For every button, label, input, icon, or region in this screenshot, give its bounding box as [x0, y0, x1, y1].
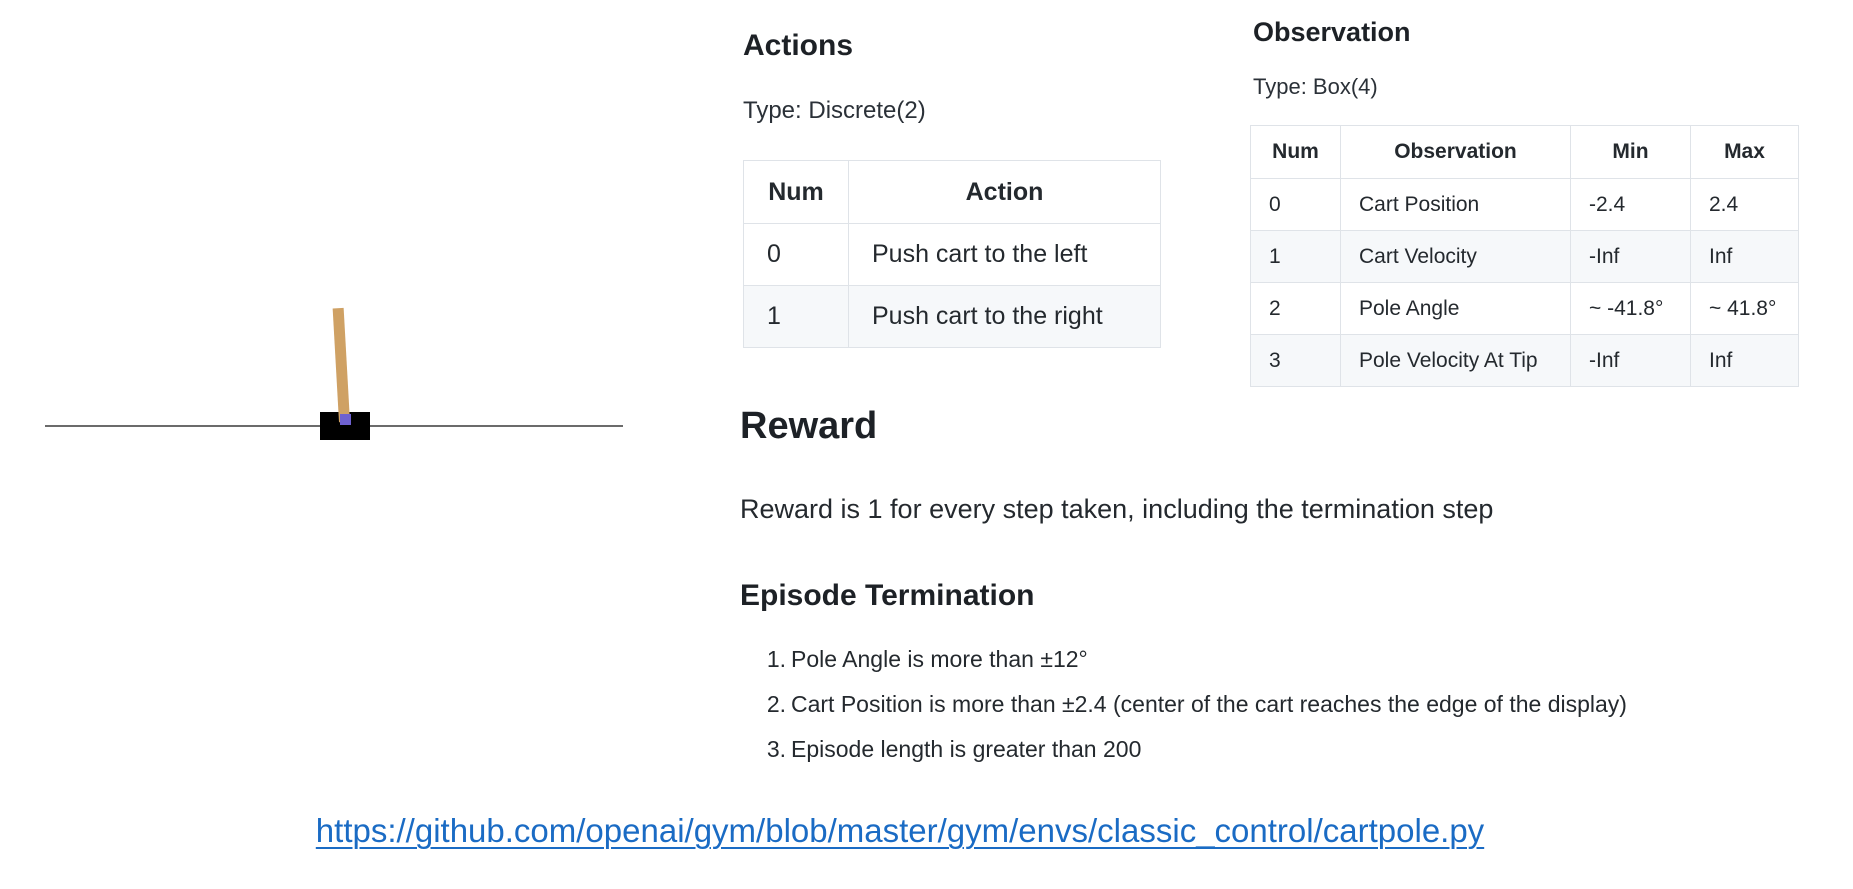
observation-heading: Observation [1253, 17, 1411, 47]
observation-row3-num: 3 [1250, 334, 1341, 387]
observation-table: Num Observation Min Max 0 Cart Position … [1250, 125, 1799, 387]
actions-table: Num Action 0 Push cart to the left 1 Pus… [743, 160, 1161, 348]
observation-row2-min: ~ -41.8° [1570, 282, 1691, 335]
observation-row2-max: ~ 41.8° [1690, 282, 1799, 335]
observation-row3-name: Pole Velocity At Tip [1340, 334, 1571, 387]
cartpole-pole [332, 307, 350, 423]
observation-header-min: Min [1570, 125, 1691, 179]
list-item-number: 2. [766, 691, 786, 717]
list-item: 2. Cart Position is more than ±2.4 (cent… [740, 689, 1850, 719]
table-row: 1 Push cart to the right [743, 285, 1161, 348]
table-row: 2 Pole Angle ~ -41.8° ~ 41.8° [1250, 282, 1799, 335]
observation-row0-min: -2.4 [1570, 178, 1691, 231]
list-item-text: Pole Angle is more than ±12° [791, 646, 1088, 672]
list-item: 3. Episode length is greater than 200 [740, 734, 1850, 764]
episode-termination-heading: Episode Termination [740, 579, 1035, 612]
list-item-number: 3. [766, 736, 786, 762]
observation-row3-max: Inf [1690, 334, 1799, 387]
actions-type-label: Type: Discrete(2) [743, 97, 926, 124]
actions-row1-action: Push cart to the right [848, 285, 1161, 348]
observation-header-observation: Observation [1340, 125, 1571, 179]
reward-text: Reward is 1 for every step taken, includ… [740, 494, 1494, 524]
observation-row0-name: Cart Position [1340, 178, 1571, 231]
table-row: 3 Pole Velocity At Tip -Inf Inf [1250, 334, 1799, 387]
observation-header-max: Max [1690, 125, 1799, 179]
cartpole-axle-icon [340, 414, 351, 425]
actions-table-header-row: Num Action [743, 160, 1161, 224]
actions-heading: Actions [743, 29, 854, 62]
observation-row1-num: 1 [1250, 230, 1341, 283]
list-item-text: Episode length is greater than 200 [791, 736, 1142, 762]
table-row: 0 Push cart to the left [743, 223, 1161, 286]
observation-row0-max: 2.4 [1690, 178, 1799, 231]
actions-row0-num: 0 [743, 223, 849, 286]
observation-table-header-row: Num Observation Min Max [1250, 125, 1799, 179]
actions-row0-action: Push cart to the left [848, 223, 1161, 286]
episode-termination-list: 1. Pole Angle is more than ±12° 2. Cart … [740, 644, 1850, 779]
observation-row1-min: -Inf [1570, 230, 1691, 283]
source-link-container: https://github.com/openai/gym/blob/maste… [150, 812, 1650, 850]
list-item-text: Cart Position is more than ±2.4 (center … [791, 691, 1627, 717]
actions-row1-num: 1 [743, 285, 849, 348]
observation-row1-max: Inf [1690, 230, 1799, 283]
observation-type-label: Type: Box(4) [1253, 74, 1378, 99]
observation-row3-min: -Inf [1570, 334, 1691, 387]
table-row: 0 Cart Position -2.4 2.4 [1250, 178, 1799, 231]
list-item: 1. Pole Angle is more than ±12° [740, 644, 1850, 674]
actions-header-num: Num [743, 160, 849, 224]
observation-row0-num: 0 [1250, 178, 1341, 231]
observation-header-num: Num [1250, 125, 1341, 179]
observation-row1-name: Cart Velocity [1340, 230, 1571, 283]
source-link[interactable]: https://github.com/openai/gym/blob/maste… [315, 812, 1485, 849]
list-item-number: 1. [766, 646, 786, 672]
actions-header-action: Action [848, 160, 1161, 224]
observation-row2-name: Pole Angle [1340, 282, 1571, 335]
reward-heading: Reward [740, 405, 878, 447]
observation-row2-num: 2 [1250, 282, 1341, 335]
table-row: 1 Cart Velocity -Inf Inf [1250, 230, 1799, 283]
